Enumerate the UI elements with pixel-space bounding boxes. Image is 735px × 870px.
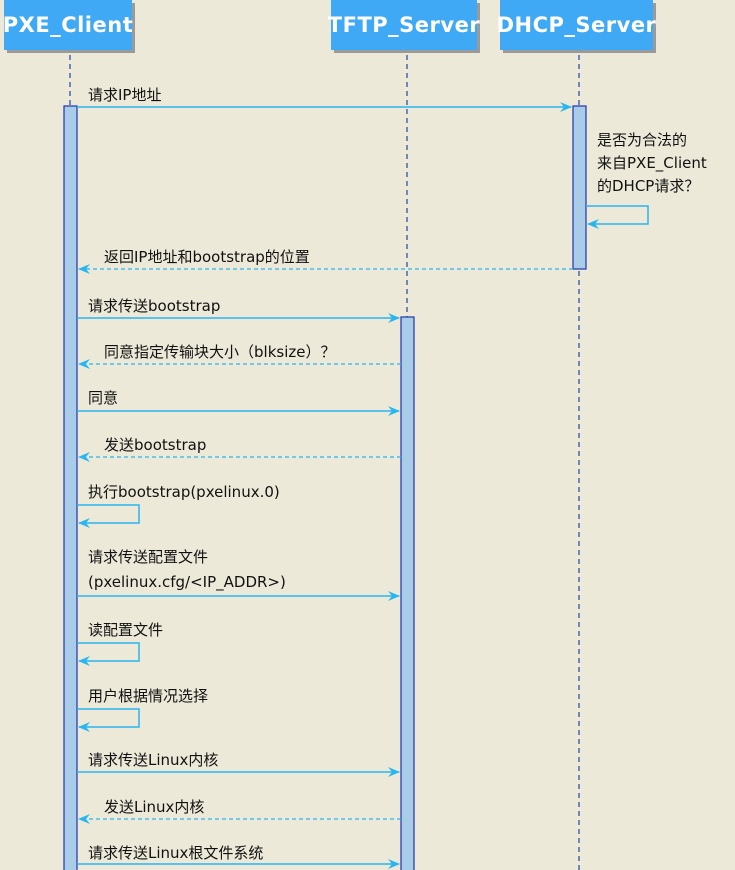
- participant-tftp-server: TFTP_Server: [327, 0, 481, 50]
- message-label: 返回IP地址和bootstrap的位置: [104, 248, 310, 266]
- activation-pxe-client: [63, 105, 78, 870]
- message-line: (pxelinux.cfg/<IP_ADDR>): [88, 573, 286, 591]
- message-label: 读配置文件: [88, 621, 164, 639]
- participant-label: DHCP_Server: [496, 13, 657, 37]
- message-label: 同意指定传输块大小（blksize）？: [104, 343, 336, 361]
- participant-pxe-client: PXE_Client: [2, 0, 134, 50]
- activation-dhcp-server: [572, 105, 587, 270]
- participant-label: TFTP_Server: [327, 13, 481, 37]
- participant-dhcp-server: DHCP_Server: [497, 0, 656, 50]
- note-line: 的DHCP请求？: [597, 177, 700, 195]
- message-line: 请求传送配置文件: [88, 548, 209, 566]
- note-line: 来自PXE_Client: [597, 154, 707, 172]
- arrow-self-dhcp-check: [586, 205, 649, 229]
- note-line: 是否为合法的: [597, 131, 688, 149]
- activation-tftp-server: [400, 316, 415, 870]
- message-label: 用户根据情况选择: [88, 687, 209, 705]
- message-label: 请求传送bootstrap: [88, 297, 221, 315]
- message-label: 请求传送Linux根文件系统: [88, 844, 264, 862]
- arrow-self-exec-bootstrap: [77, 504, 140, 528]
- message-label: 同意: [88, 389, 119, 407]
- message-label: 执行bootstrap(pxelinux.0): [88, 483, 280, 501]
- message-label: 请求传送配置文件 (pxelinux.cfg/<IP_ADDR>): [88, 546, 286, 593]
- arrow-self-read-config: [77, 642, 140, 666]
- arrow-self-user-choice: [77, 708, 140, 732]
- message-label: 发送bootstrap: [104, 436, 207, 454]
- self-message-label: 是否为合法的 来自PXE_Client 的DHCP请求？: [597, 129, 707, 198]
- message-label: 请求IP地址: [88, 86, 162, 104]
- message-label: 请求传送Linux内核: [88, 751, 219, 769]
- participant-label: PXE_Client: [2, 13, 134, 37]
- message-label: 发送Linux内核: [104, 798, 205, 816]
